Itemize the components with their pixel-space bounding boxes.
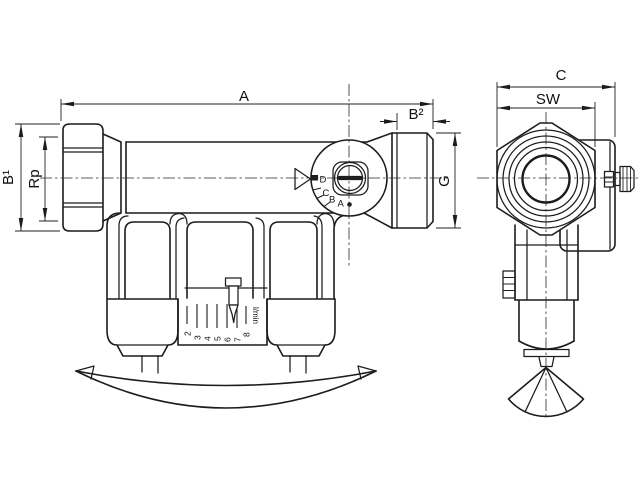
dim-b2: B²	[380, 106, 450, 130]
dim-b1-label: B¹	[0, 170, 17, 185]
scale-number-2: 2	[183, 331, 193, 336]
dim-a: A	[60, 88, 434, 129]
body-tube	[125, 132, 393, 229]
front-view: 2 3 4 5 6 7 8 l/min	[0, 88, 461, 409]
scale-number-8: 8	[242, 332, 252, 337]
dial-mark-b: B	[329, 195, 335, 206]
drain-fitting	[603, 165, 635, 193]
flow-scale-plate: 2 3 4 5 6 7 8 l/min	[177, 299, 268, 346]
side-lower-body	[518, 299, 575, 368]
scale-number-7: 7	[233, 337, 243, 342]
union-nut	[62, 123, 127, 232]
dim-rp-label: Rp	[26, 169, 43, 188]
dial-pointer-arrow-icon	[294, 167, 312, 191]
scale-number-6: 6	[223, 337, 233, 342]
scale-number-3: 3	[193, 335, 203, 340]
dim-c: C	[496, 67, 616, 147]
dial-dot-icon	[347, 202, 352, 207]
scale-number-4: 4	[203, 336, 213, 341]
dim-g-label: G	[436, 175, 453, 187]
dim-sw-label: SW	[536, 91, 561, 108]
side-body	[514, 224, 579, 301]
dim-b2-label: B²	[409, 106, 424, 123]
side-view: C SW	[496, 67, 635, 418]
dim-sw: SW	[497, 91, 596, 147]
male-thread-end	[391, 132, 434, 229]
dim-rp: Rp	[26, 136, 58, 222]
dim-b1: B¹	[0, 123, 60, 232]
dial-mark-d: D	[320, 175, 327, 186]
dim-g: G	[436, 132, 461, 229]
mounting-rail-clip	[75, 355, 377, 409]
dial-mark-c: C	[323, 188, 330, 199]
scale-pointer	[224, 277, 242, 324]
mounting-legs	[106, 212, 349, 300]
dim-c-label: C	[556, 67, 567, 84]
centerlines	[40, 84, 638, 418]
scale-number-5: 5	[213, 336, 223, 341]
scale-unit-label: l/min	[251, 307, 260, 324]
spring-clip-tab	[502, 270, 516, 299]
dim-a-label: A	[239, 88, 249, 105]
housing-feet	[106, 298, 336, 357]
dial-mark-a: A	[338, 199, 345, 210]
